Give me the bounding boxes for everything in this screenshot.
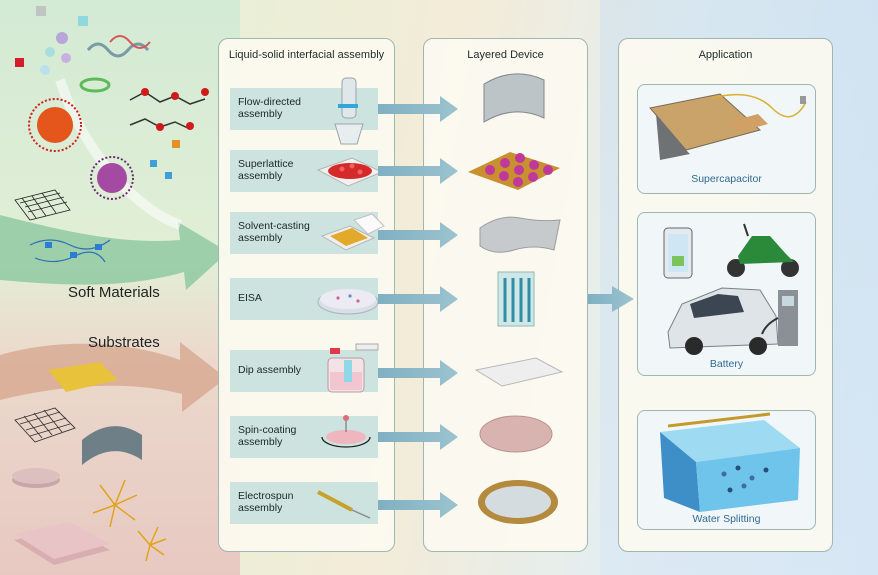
- soft-materials-arrow: [0, 215, 228, 290]
- curved-substrate-icon: [82, 426, 142, 465]
- device-panel-title: Layered Device: [467, 49, 544, 61]
- car-icon: [667, 287, 779, 355]
- assembly-panel-title: Liquid-solid interfacial assembly: [228, 49, 385, 61]
- app-battery-label: Battery: [709, 358, 744, 370]
- disc-device-icon: [479, 415, 553, 453]
- battery-icon: [663, 227, 693, 279]
- superlattice-device-icon: [468, 152, 560, 190]
- helix-icon: [86, 42, 150, 58]
- method-electrospun: Electrospun assembly: [230, 482, 378, 524]
- mesoporous-device-icon: [497, 271, 535, 327]
- application-panel-title: Application: [698, 49, 753, 61]
- supercapacitor-icon: [649, 93, 807, 160]
- sphere-icon: [56, 32, 68, 44]
- fiber-substrate-icon: [92, 479, 167, 562]
- ring-device-icon: [478, 480, 558, 524]
- app-water-splitting-label: Water Splitting: [692, 513, 761, 525]
- scooter-icon: [727, 223, 799, 277]
- soft-materials-label: Soft Materials: [68, 284, 160, 301]
- electrospun-needle-icon: [317, 490, 371, 519]
- spin-coating-icon: [321, 415, 371, 448]
- solvent-casting-icon: [320, 213, 385, 251]
- wavy-film-device-icon: [479, 216, 561, 253]
- micelle-red-icon: [37, 107, 73, 143]
- water-splitting-tank-icon: [660, 412, 800, 512]
- foam-substrate-icon: [48, 362, 118, 392]
- cube-icon: [36, 6, 46, 16]
- method-device-arrows: [378, 96, 458, 518]
- flat-film-device-icon: [474, 357, 564, 387]
- micelle-purple-icon: [97, 163, 127, 193]
- eisa-disc-icon: [317, 289, 379, 315]
- substrates-label: Substrates: [88, 334, 160, 351]
- flow-apparatus-icon: [334, 77, 364, 145]
- sheet-grid-icon: [14, 189, 71, 221]
- charging-station-icon: [761, 290, 798, 346]
- device-application-arrow: [588, 286, 634, 312]
- dip-beaker-icon: [327, 343, 379, 393]
- mesh-substrate-icon: [14, 407, 76, 443]
- superlattice-dish-icon: [316, 157, 384, 187]
- curved-film-device-icon: [483, 73, 545, 123]
- app-supercapacitor-label: Supercapacitor: [691, 173, 762, 185]
